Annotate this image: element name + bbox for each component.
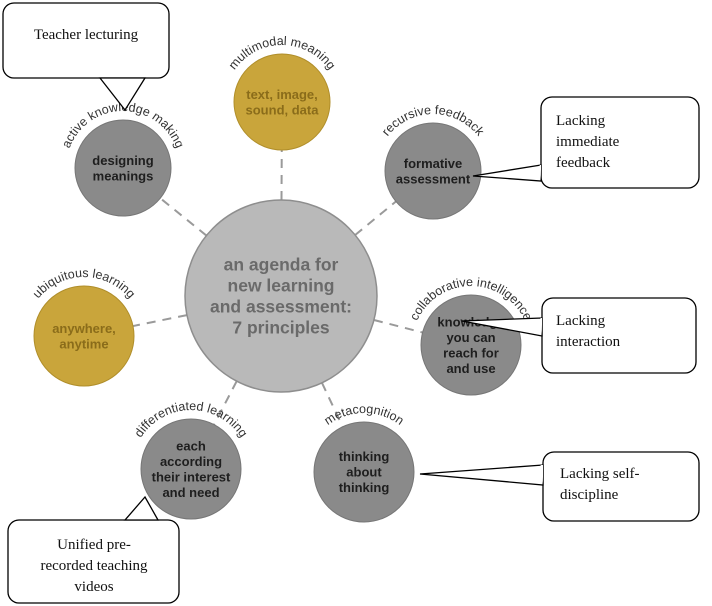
principle-circle <box>384 122 482 220</box>
principle-text-line: anywhere, <box>52 321 116 336</box>
callout-pointer-join <box>540 465 543 485</box>
principle-text-line: according <box>160 454 222 469</box>
spoke-lines <box>132 149 423 428</box>
principle-text-line: you can <box>446 330 495 345</box>
principle-circle <box>140 418 242 520</box>
spoke-line-active <box>159 197 208 237</box>
center-circle <box>184 199 378 393</box>
principle-text-line: designing <box>92 153 153 168</box>
principle-text-line: reach for <box>443 345 499 360</box>
principle-text-line: sound, data <box>246 102 320 117</box>
callout-text-line: videos <box>74 579 113 595</box>
spoke-line-metacognition <box>321 382 344 428</box>
callout-text-line: interaction <box>556 334 621 350</box>
principle-text-line: each <box>176 438 206 453</box>
callout-text-line: immediate <box>556 134 620 150</box>
principle-text-line: thinking <box>339 480 390 495</box>
principle-circle <box>74 119 172 217</box>
center-title-line: new learning <box>228 276 335 296</box>
callout-box <box>542 451 700 522</box>
callout-text-line: Unified pre- <box>57 537 131 553</box>
principle-text-line: about <box>346 465 382 480</box>
callout-pointer <box>419 464 544 486</box>
callout-pointer <box>123 495 160 521</box>
principle-text-line: anytime <box>59 336 108 351</box>
callout-immediate-feedback: Lacking immediate feedback <box>472 96 700 189</box>
callout-unified-videos: Unified pre-recorded teaching videos <box>7 495 180 604</box>
spoke-line-recursive <box>354 200 397 236</box>
principle-text-line: and need <box>162 485 219 500</box>
callout-text-line: Lacking <box>556 313 606 329</box>
callout-text-line: Lacking <box>556 113 606 129</box>
callout-text-line: feedback <box>556 155 611 171</box>
principle-text-line: their interest <box>152 469 231 484</box>
callout-box <box>7 519 180 604</box>
principle-text-line: and use <box>446 361 495 376</box>
center-title-line: and assessment: <box>210 297 352 317</box>
principle-text-line: meanings <box>93 168 154 183</box>
spoke-line-ubiquitous <box>132 314 188 328</box>
center-title-line: 7 principles <box>232 318 330 338</box>
center-title-line: an agenda for <box>224 255 339 275</box>
callout-text-line: Lacking self- <box>560 466 640 482</box>
principle-text-line: text, image, <box>246 87 318 102</box>
callout-teacher-lecturing: Teacher lecturing <box>2 2 170 112</box>
principle-text-line: formative <box>404 156 463 171</box>
callout-pointer-join <box>540 318 542 336</box>
principle-circle <box>313 421 415 523</box>
spoke-line-differentiated <box>213 380 238 426</box>
callout-pointer-join <box>539 165 541 181</box>
callout-self-discipline: Lacking self-discipline <box>419 451 700 522</box>
callout-text-line: Teacher lecturing <box>34 27 139 43</box>
callout-box <box>540 96 700 189</box>
principle-circle <box>233 53 331 151</box>
principle-text-line: assessment <box>396 171 471 186</box>
principle-text-line: thinking <box>339 449 390 464</box>
principle-circle <box>33 285 135 387</box>
callout-box <box>2 2 170 79</box>
callout-pointer <box>472 164 542 182</box>
callout-text-line: recorded teaching <box>40 558 148 574</box>
callout-pointer <box>98 77 147 112</box>
callout-text-line: discipline <box>560 487 619 503</box>
callout-interaction: Lacking interaction <box>461 297 697 374</box>
spoke-line-collaborative <box>373 319 423 334</box>
